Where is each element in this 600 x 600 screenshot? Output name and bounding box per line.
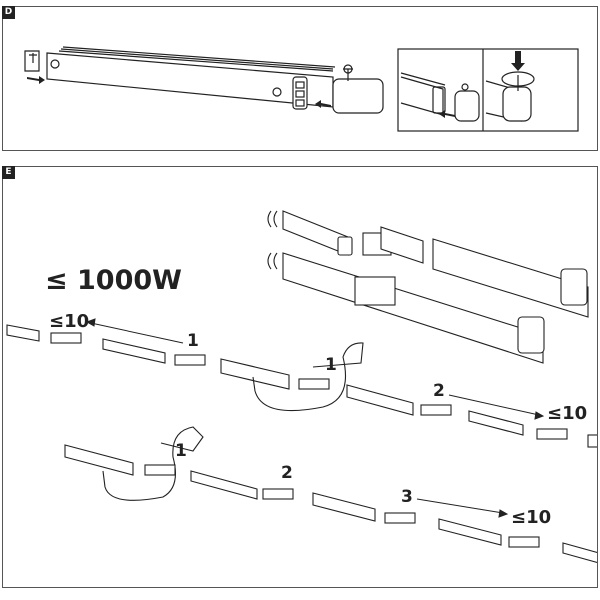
feed-label-1c: 1 bbox=[175, 441, 187, 461]
leader-line bbox=[416, 498, 504, 514]
panel-d: D bbox=[2, 6, 598, 151]
feed-label-1b: 1 bbox=[325, 355, 337, 375]
panel-tag-e: E bbox=[2, 166, 15, 179]
feed-label-2b: 2 bbox=[281, 463, 293, 483]
max-power-label: ≤ 1000W bbox=[45, 265, 182, 296]
panel-tag-d: D bbox=[2, 6, 15, 19]
panel-e: E bbox=[2, 166, 598, 588]
arrow-right-icon bbox=[27, 76, 45, 84]
max-count-label-3: ≤10 bbox=[511, 507, 552, 528]
feed-label-2a: 2 bbox=[433, 381, 445, 401]
arrow-left-icon bbox=[315, 100, 331, 108]
leader-line bbox=[448, 394, 540, 416]
arrow-left-icon bbox=[439, 110, 455, 118]
arrow-tip-icon bbox=[534, 411, 545, 420]
track-connection-illustration bbox=[6, 210, 597, 564]
arrow-tip-icon bbox=[498, 509, 509, 518]
feed-label-1a: 1 bbox=[187, 331, 199, 351]
arrow-down-icon bbox=[511, 51, 525, 71]
max-count-label-2: ≤10 bbox=[547, 403, 588, 424]
max-count-label-1: ≤10 bbox=[49, 311, 90, 332]
track-end-cap-illustration bbox=[24, 46, 579, 132]
feed-label-3: 3 bbox=[401, 487, 413, 507]
arrow-tip-icon bbox=[85, 318, 96, 327]
leader-line bbox=[90, 322, 184, 344]
